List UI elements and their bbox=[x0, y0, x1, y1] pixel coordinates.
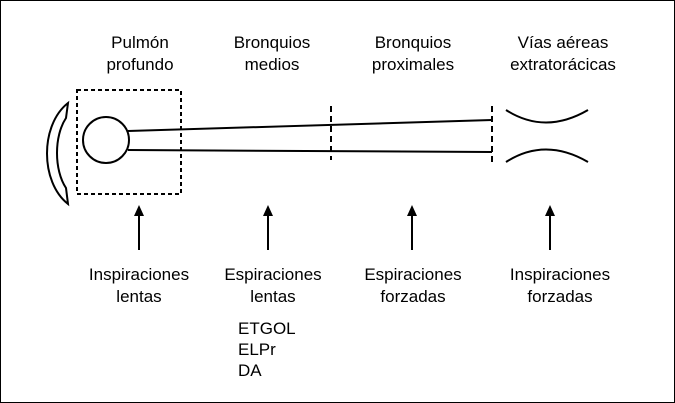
upper-airway-bottom-curve bbox=[506, 150, 588, 163]
arrow-middle-bronchi bbox=[263, 205, 273, 250]
upper-airway-top-curve bbox=[506, 110, 588, 123]
technique-item: DA bbox=[238, 360, 296, 381]
arrow-proximal-bronchi bbox=[407, 205, 417, 250]
chest-wall-shape bbox=[47, 103, 68, 204]
technique-list: ETGOL ELPr DA bbox=[238, 318, 296, 381]
arrow-extrathoracic bbox=[545, 205, 555, 250]
technique-item: ETGOL bbox=[238, 318, 296, 339]
arrow-deep-lung bbox=[134, 205, 144, 250]
alveolus-circle bbox=[83, 117, 129, 163]
airway-lower-wall bbox=[128, 150, 492, 152]
airway-upper-wall bbox=[128, 120, 492, 131]
technique-item: ELPr bbox=[238, 339, 296, 360]
